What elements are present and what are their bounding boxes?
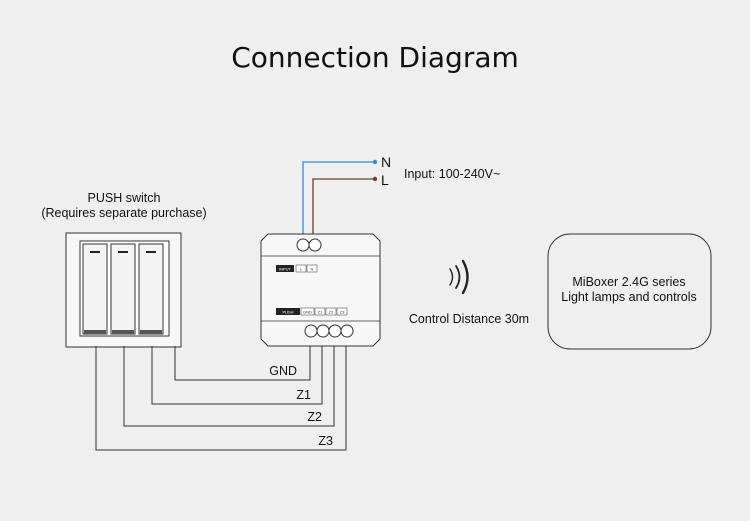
neutral-terminal-dot [372, 159, 378, 165]
page-title: Connection Diagram [231, 41, 519, 74]
module-push-label: PUSH [282, 310, 293, 315]
input-label-strip [276, 265, 294, 272]
push-switch-panel [65, 232, 182, 348]
control-distance-label: Control Distance 30m [409, 312, 529, 326]
wire-gnd [174, 346, 311, 381]
power-wires [302, 159, 378, 234]
miboxer-device-box [547, 233, 712, 350]
line-label: L [381, 172, 389, 188]
terminal-screw-z2 [328, 324, 342, 338]
wire-z2 [123, 346, 335, 427]
module-terminal-z3: Z3 [340, 310, 345, 315]
module-input-label: INPUT [279, 267, 292, 272]
switch-wires [95, 346, 347, 451]
switch-key-2 [110, 243, 136, 335]
terminal-screw-gnd [304, 324, 318, 338]
push-label-strip [276, 308, 300, 315]
module-terminal-z2: Z2 [329, 310, 334, 315]
push-switch-note: (Requires separate purchase) [41, 206, 206, 220]
wireless-signal-icon [449, 259, 469, 295]
module-input-terminal-n: N [311, 267, 314, 272]
wire-label-gnd: GND [269, 364, 297, 378]
switch-key-1 [82, 243, 108, 335]
terminal-screw-z3 [340, 324, 354, 338]
terminal-screw-n [308, 238, 322, 252]
line-terminal-dot [372, 176, 378, 182]
module-terminal-gnd: GND [303, 310, 312, 315]
neutral-wire [302, 161, 375, 234]
wire-label-z2: Z2 [307, 410, 322, 424]
miboxer-line2: Light lamps and controls [561, 290, 697, 304]
wire-label-z1: Z1 [296, 388, 311, 402]
miboxer-line1: MiBoxer 2.4G series [572, 275, 685, 289]
push-switch-label: PUSH switch [88, 191, 161, 205]
line-wire [312, 178, 375, 234]
wire-label-z3: Z3 [318, 434, 333, 448]
wire-z1 [151, 346, 323, 405]
wire-z3 [95, 346, 347, 451]
module-terminal-z1: Z1 [318, 310, 323, 315]
terminal-screw-l [296, 238, 310, 252]
push-module: INPUT L N PUSH GND Z1 Z2 Z3 [260, 233, 381, 347]
module-input-terminal-l: L [300, 267, 303, 272]
input-voltage-label: Input: 100-240V~ [404, 167, 500, 181]
switch-key-3 [138, 243, 164, 335]
terminal-screw-z1 [316, 324, 330, 338]
neutral-label: N [381, 154, 391, 170]
